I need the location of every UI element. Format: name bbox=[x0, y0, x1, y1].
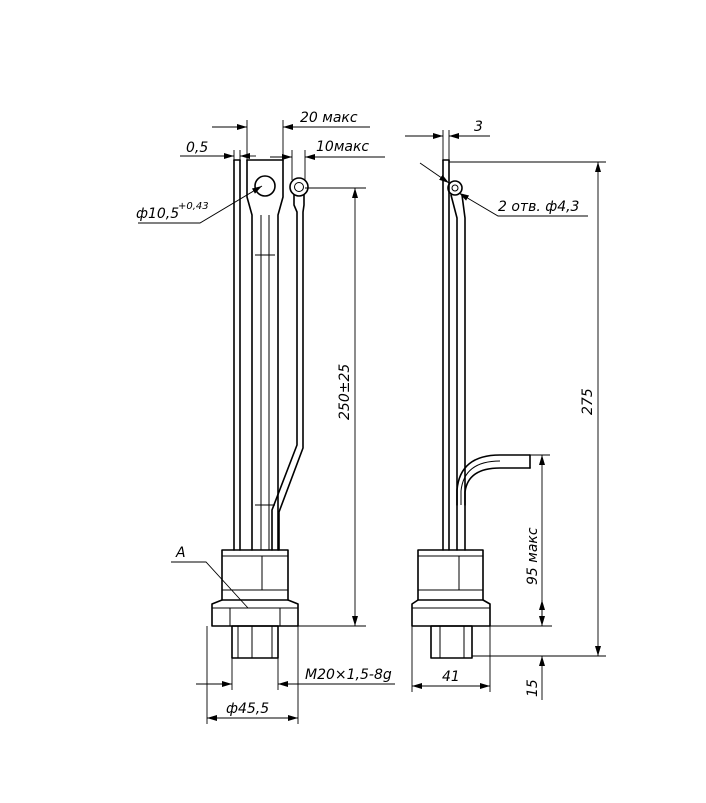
view-mark-label: А bbox=[175, 545, 186, 561]
dim-length: 250±25 bbox=[298, 187, 366, 627]
dim-hole-tolerance-label: +0,43 bbox=[178, 201, 209, 212]
view-mark-a: А bbox=[171, 545, 249, 609]
dim-width-label: 41 bbox=[442, 669, 460, 685]
dim-thread: M20×1,5-8g bbox=[196, 658, 395, 690]
dim-lead-height: 95 макс bbox=[490, 454, 552, 627]
dim-top-offset: 3 bbox=[405, 119, 490, 160]
dim-stud: 15 bbox=[525, 600, 545, 700]
dim-lead-height-label: 95 макс bbox=[525, 527, 541, 585]
dim-hole-main-label: ф10,5 bbox=[136, 206, 179, 222]
front-control-lead bbox=[271, 177, 309, 551]
side-lug bbox=[442, 159, 466, 551]
dim-total-height-label: 275 bbox=[580, 388, 596, 415]
dim-diameter-label: ф45,5 bbox=[226, 701, 269, 717]
dim-width-top: 20 макс bbox=[212, 110, 370, 160]
dim-width-top-label: 20 макс bbox=[300, 110, 358, 126]
dim-holes-label: 2 отв. ф4,3 bbox=[498, 199, 579, 215]
front-view: 20 макс 0,5 10макс ф10,5 +0,43 bbox=[136, 110, 395, 724]
dim-diameter: ф45,5 bbox=[206, 626, 299, 724]
side-housing bbox=[411, 549, 491, 659]
side-view: 3 2 отв. ф4,3 275 95 макс 41 bbox=[405, 119, 606, 700]
dim-holes: 2 отв. ф4,3 bbox=[419, 162, 588, 217]
dim-width: 41 bbox=[411, 626, 491, 692]
front-housing bbox=[211, 549, 299, 659]
dim-stud-label: 15 bbox=[525, 679, 541, 697]
dim-gap: 0,5 bbox=[180, 140, 256, 160]
dim-length-label: 250±25 bbox=[337, 364, 353, 420]
dim-lead-offset-label: 10макс bbox=[316, 139, 369, 155]
dim-thread-label: M20×1,5-8g bbox=[305, 667, 392, 683]
front-left-lead bbox=[233, 159, 241, 551]
dim-gap-label: 0,5 bbox=[186, 140, 208, 156]
dim-lead-offset: 10макс bbox=[270, 139, 385, 180]
dim-top-offset-label: 3 bbox=[474, 119, 483, 135]
front-main-lug bbox=[246, 159, 284, 551]
dim-hole-main: ф10,5 +0,43 bbox=[136, 185, 263, 224]
side-bent-lead bbox=[456, 454, 531, 506]
